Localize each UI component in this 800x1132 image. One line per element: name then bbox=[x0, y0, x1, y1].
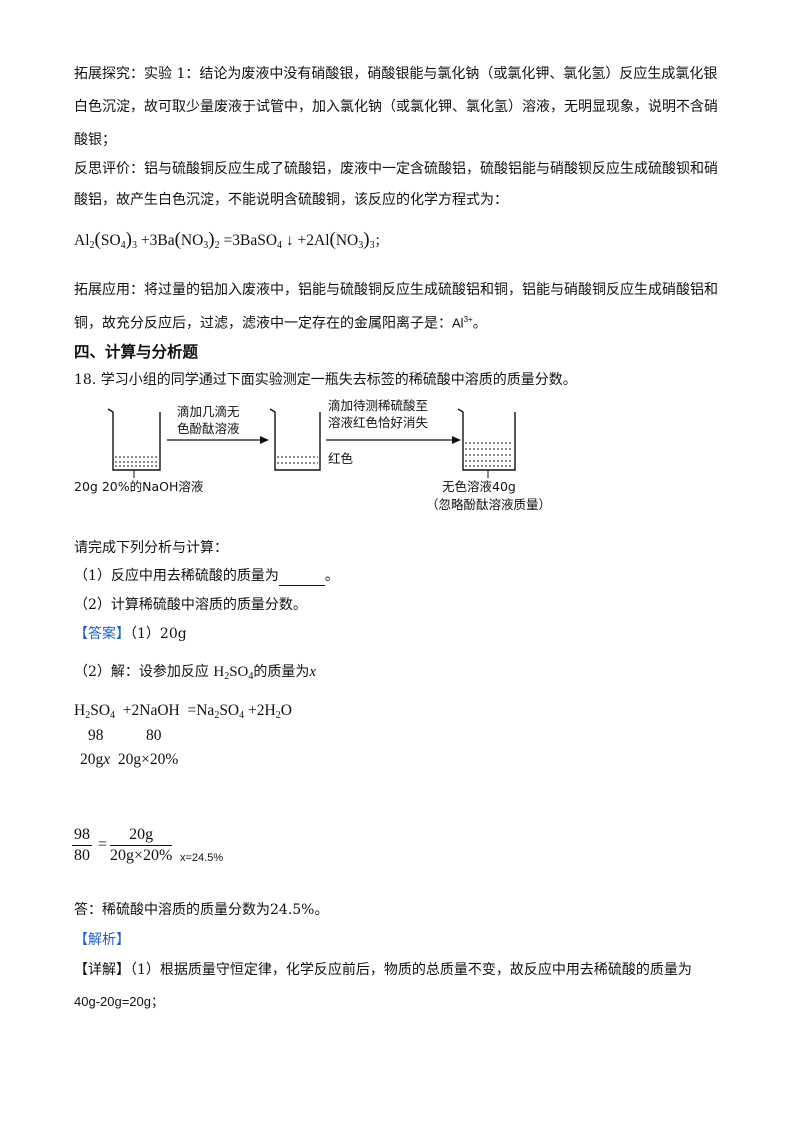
variable-x: x bbox=[309, 664, 317, 680]
question-part-2: （2）计算稀硫酸中溶质的质量分数。 bbox=[74, 597, 307, 613]
answer-part-2-intro-text: （2）解：设参加反应 bbox=[74, 664, 209, 680]
answer-part-2-intro-end: 的质量为 bbox=[253, 664, 310, 680]
ratio-left-numerator: 98 bbox=[72, 826, 92, 846]
paragraph-extension-explore-line-2: 白色沉淀，故可取少量废液于试管中，加入氯化钠（或氯化钾、氯化氢）溶液，无明显现象… bbox=[74, 99, 718, 115]
analysis-tag: 【解析】 bbox=[74, 932, 130, 948]
arrow-1-label-line-2: 色酚酞溶液 bbox=[177, 421, 240, 436]
question-part-1-text: （1）反应中用去稀硫酸的质量为 bbox=[74, 568, 279, 584]
chemical-equation-neutralization: H2SO4 +2NaOH =Na2SO4 +2H2O bbox=[74, 702, 292, 721]
value-row: 20gx 20g×20% bbox=[80, 751, 178, 769]
arrow-2-label-line-2: 溶液红色恰好消失 bbox=[328, 415, 429, 430]
detail-line-2: 40g-20g=20g； bbox=[74, 994, 164, 1009]
ratio-right-fraction: 20g 20g×20% bbox=[110, 826, 173, 865]
equation-end-punct: ； bbox=[374, 234, 387, 248]
equals-sign: = bbox=[98, 836, 108, 853]
ratio-right-numerator: 20g bbox=[110, 826, 173, 846]
detail-text-1: （1）根据质量守恒定律，化学反应前后，物质的总质量不变，故反应中用去稀硫酸的质量… bbox=[130, 962, 692, 978]
paragraph-extension-apply-line-1: 拓展应用：将过量的铝加入废液中，铝能与硫酸铜反应生成硫酸铝和铜，铝能与硝酸铜反应… bbox=[74, 282, 718, 298]
beaker-3 bbox=[457, 408, 516, 478]
beaker-2-label: 红色 bbox=[328, 451, 354, 466]
beaker-2 bbox=[269, 408, 321, 471]
paragraph-reflection-line-2: 酸铝，故产生白色沉淀，不能说明含硫酸铜，该反应的化学方程式为： bbox=[74, 192, 508, 208]
question-part-1-end: 。 bbox=[324, 568, 339, 584]
paragraph-end-punct: 。 bbox=[472, 315, 487, 332]
section-heading: 四、计算与分析题 bbox=[74, 343, 199, 361]
answer-part-2-intro: （2）解：设参加反应 H2SO4的质量为x bbox=[74, 662, 316, 687]
molar-mass-naoh: 80 bbox=[146, 727, 162, 744]
question-part-1: （1）反应中用去稀硫酸的质量为 。 bbox=[74, 566, 339, 586]
detail-tag: 【详解】 bbox=[74, 962, 130, 978]
answer-conclusion: 答：稀硫酸中溶质的质量分数为24.5%。 bbox=[74, 902, 329, 918]
answer-blank bbox=[278, 571, 325, 586]
question-18-stem: 18. 学习小组的同学通过下面实验测定一瓶失去标签的稀硫酸中溶质的质量分数。 bbox=[74, 372, 577, 388]
ion-charge: 3+ bbox=[463, 315, 473, 324]
paragraph-extension-apply-text: 铜，故充分反应后，过滤，滤液中一定存在的金属阳离子是： bbox=[74, 315, 452, 332]
arrow-2 bbox=[326, 436, 461, 444]
beaker-3-label-line-2: （忽略酚酞溶液质量） bbox=[426, 497, 551, 512]
value-percent: ×20% bbox=[141, 751, 179, 768]
ion-symbol: Al bbox=[452, 315, 464, 331]
ratio-left-denominator: 80 bbox=[74, 847, 90, 864]
beaker-1 bbox=[107, 408, 161, 478]
value-x: x bbox=[103, 751, 111, 768]
value-mass-naoh: 20g bbox=[117, 751, 142, 768]
sulfuric-acid-formula: H2SO4 bbox=[213, 664, 254, 682]
ratio-left-fraction: 98 80 bbox=[72, 826, 92, 865]
experiment-diagram: 滴加几滴无 色酚酞溶液 滴加待测稀硫酸至 溶液红色恰好消失 20g 20%的Na… bbox=[74, 398, 551, 512]
paragraph-extension-explore-line-3: 酸银； bbox=[74, 132, 116, 148]
arrow-1-label-line-1: 滴加几滴无 bbox=[177, 404, 240, 419]
arrow-2-label-line-1: 滴加待测稀硫酸至 bbox=[328, 398, 428, 413]
answer-line: 【答案】（1）20g bbox=[74, 624, 187, 644]
paragraph-extension-apply-line-2: 铜，故充分反应后，过滤，滤液中一定存在的金属阳离子是：Al3+。 bbox=[74, 310, 487, 334]
paragraph-reflection-line-1: 反思评价：铝与硫酸铜反应生成了硫酸铝，废液中一定含硫酸铝，硫酸铝能与硝酸钡反应生… bbox=[74, 161, 718, 177]
paragraph-extension-explore-line-1: 拓展探究：实验 1：结论为废液中没有硝酸银，硝酸银能与氯化钠（或氯化钾、氯化氢）… bbox=[74, 66, 718, 82]
answer-tag: 【答案】 bbox=[74, 626, 130, 642]
beaker-3-label-line-1: 无色溶液40g bbox=[442, 479, 516, 494]
beaker-1-label: 20g 20%的NaOH溶液 bbox=[74, 479, 204, 494]
ratio-right-denominator: 20g×20% bbox=[110, 847, 173, 864]
value-mass-acid: 20g bbox=[80, 751, 104, 768]
detail-line-1: 【详解】（1）根据质量守恒定律，化学反应前后，物质的总质量不变，故反应中用去稀硫… bbox=[74, 960, 692, 980]
arrow-1 bbox=[167, 436, 269, 444]
molar-mass-h2so4: 98 bbox=[88, 727, 104, 744]
question-prompt: 请完成下列分析与计算： bbox=[74, 540, 228, 556]
answer-part-1: （1）20g bbox=[130, 626, 187, 642]
chemical-equation-barium: Al2(SO4)3 +3Ba(NO3)2 =3BaSO4 ↓ +2Al(NO3)… bbox=[74, 229, 387, 251]
result-value: x=24.5% bbox=[180, 852, 224, 864]
